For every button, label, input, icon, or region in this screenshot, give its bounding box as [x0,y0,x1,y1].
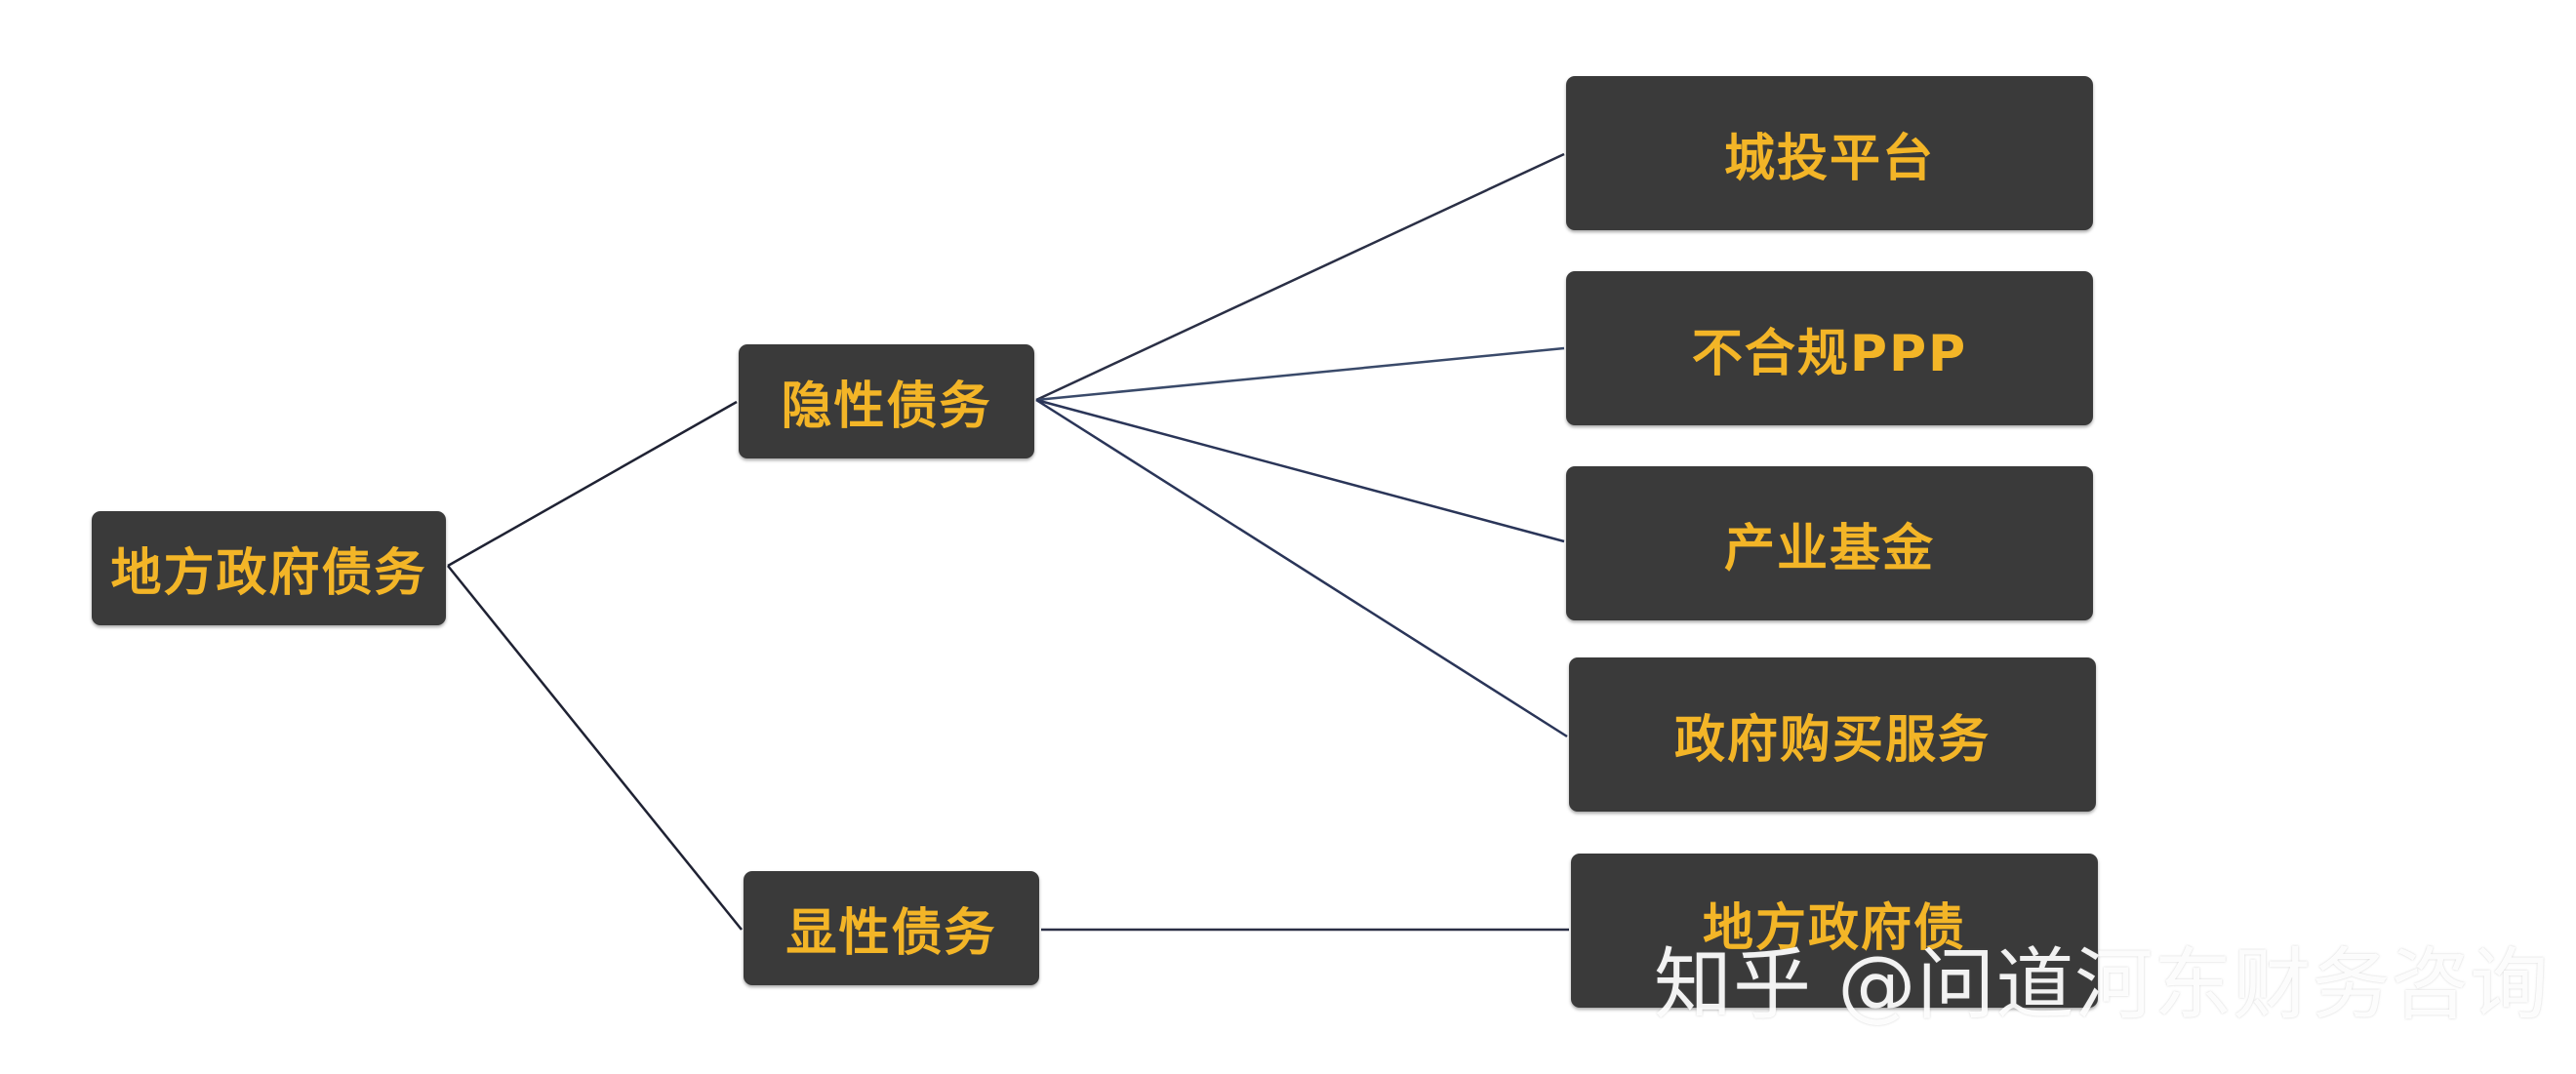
node-leaf-3-label: 产业基金 [1723,519,1935,578]
node-hidden-debt: 隐性债务 [739,344,1034,458]
node-leaf-2: 不合规PPP [1566,271,2093,425]
node-hidden-debt-label: 隐性债务 [781,378,992,436]
node-leaf-5: 地方政府债 [1571,854,2098,1008]
node-leaf-1-label: 城投平台 [1723,129,1935,188]
node-leaf-2-label: 不合规PPP [1691,324,1968,383]
edge-hidden-l3 [1035,398,1565,543]
edge-hidden-l4 [1035,398,1568,738]
edge-hidden-l2 [1035,346,1565,402]
node-explicit-debt: 显性债务 [744,871,1039,985]
edge-hidden-l1 [1035,152,1565,402]
edge-root-hidden [447,400,738,568]
node-leaf-5-label: 地方政府债 [1702,899,1966,958]
node-leaf-1: 城投平台 [1566,76,2093,230]
node-explicit-debt-label: 显性债务 [785,904,997,963]
watermark: 知乎 @问道河东财务咨询 [1654,939,2550,1030]
node-root: 地方政府债务 [92,511,446,625]
node-leaf-4-label: 政府购买服务 [1673,710,1991,770]
node-leaf-4: 政府购买服务 [1569,657,2096,812]
node-root-label: 地方政府债务 [110,544,427,603]
edge-root-explicit [447,565,743,931]
node-leaf-3: 产业基金 [1566,466,2093,620]
